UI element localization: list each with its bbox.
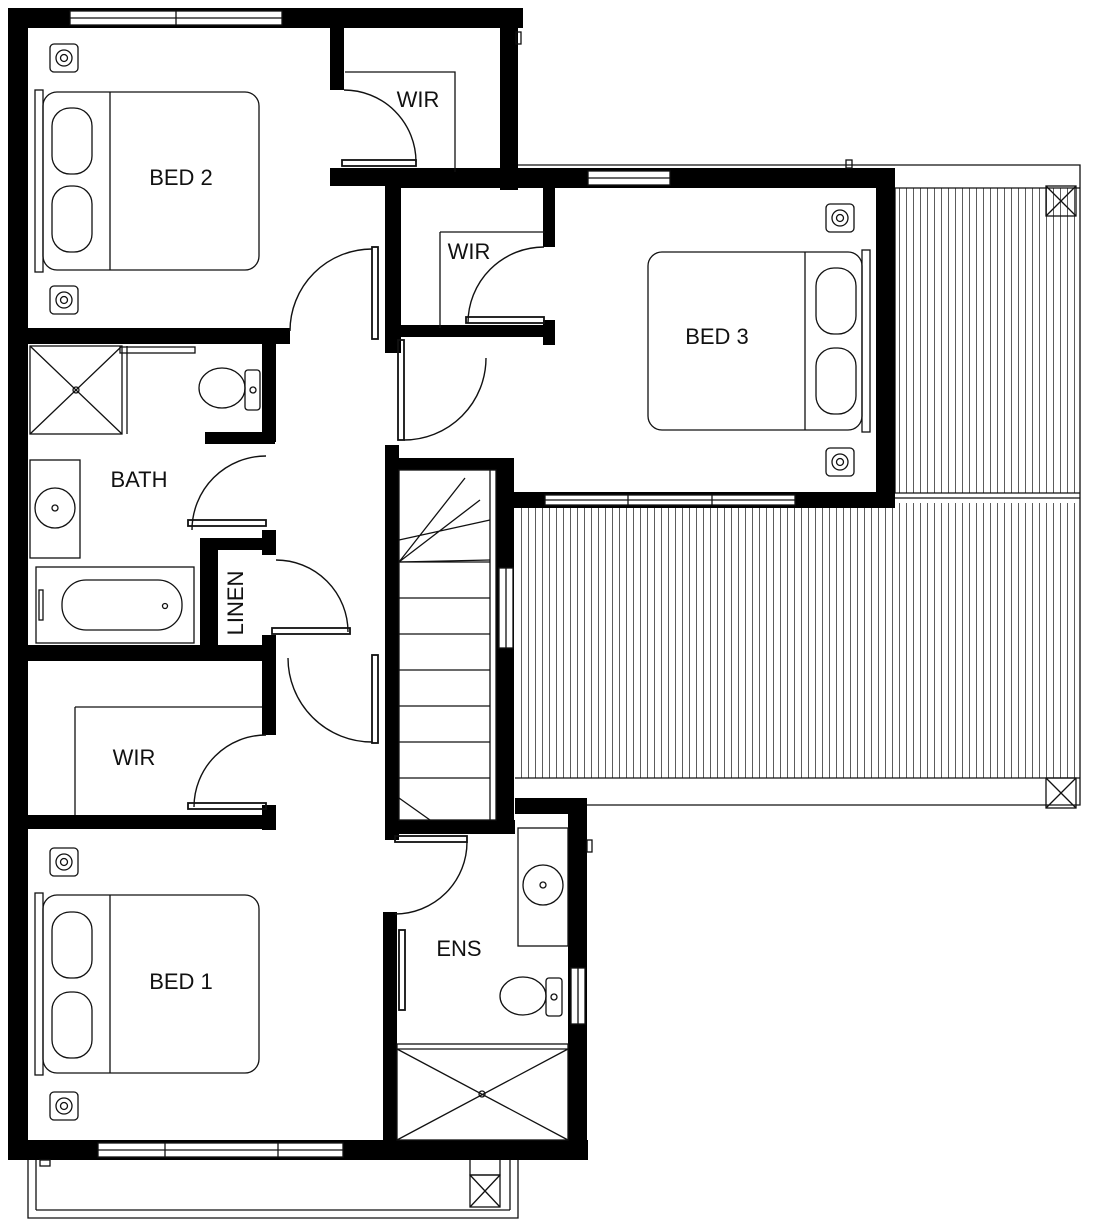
room-labels: BED 2 WIR WIR BED 3 BATH LINEN WIR BED 1… [110, 87, 748, 994]
room-label-bath: BATH [110, 467, 167, 492]
bedside-table [49, 847, 79, 877]
toilet [499, 976, 563, 1017]
bed-2-furniture [34, 43, 260, 315]
doors [187, 89, 545, 1011]
bedside-table [825, 447, 855, 477]
bathtub [35, 566, 195, 644]
bed-1-furniture [34, 847, 260, 1121]
room-label-wir-top: WIR [397, 87, 440, 112]
shower [396, 1043, 569, 1141]
shower [29, 345, 128, 435]
wardrobe-shelves [74, 71, 545, 815]
edge-marks [39, 31, 853, 1167]
front-balcony [27, 1157, 519, 1219]
basin [517, 827, 569, 947]
room-label-wir-bed-1: WIR [113, 745, 156, 770]
toilet [198, 367, 261, 411]
bedside-table [49, 1091, 79, 1121]
room-label-bed-1: BED 1 [149, 969, 213, 994]
deck-post-top [1045, 185, 1077, 217]
ensuite-fixtures [396, 827, 569, 1141]
bedside-table [49, 43, 79, 73]
room-label-bed-2: BED 2 [149, 165, 213, 190]
room-label-ens: ENS [436, 936, 481, 961]
room-label-linen: LINEN [223, 571, 248, 636]
windows [69, 10, 796, 1158]
bath-fixtures [29, 345, 261, 644]
room-label-bed-3: BED 3 [685, 324, 749, 349]
bedside-table [825, 203, 855, 233]
decking [515, 164, 1081, 809]
deck-post-bottom [1045, 777, 1077, 809]
bed-3-furniture [647, 203, 871, 477]
basin [29, 459, 81, 559]
staircase [398, 469, 497, 821]
bedside-table [49, 285, 79, 315]
room-label-wir-bed-3: WIR [448, 239, 491, 264]
balcony-post [469, 1174, 501, 1208]
